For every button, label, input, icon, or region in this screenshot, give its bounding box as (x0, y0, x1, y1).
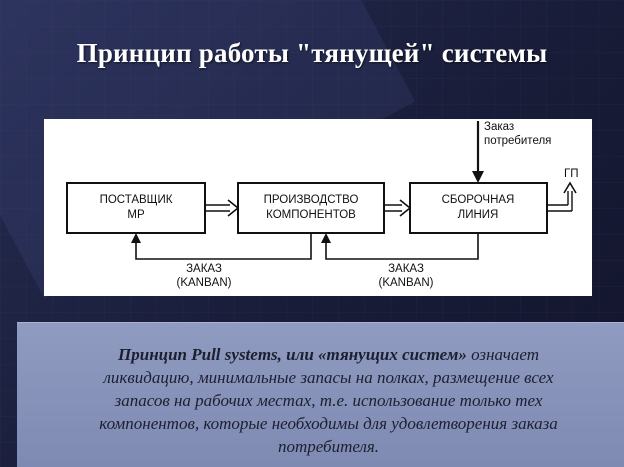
flow-arrow-production-to-assembly (384, 199, 412, 217)
customer-order-label-line1: Заказ (484, 121, 514, 133)
component-production-box-line2: КОМПОНЕНТОВ (266, 209, 356, 221)
customer-order-label-line2: потребителя (484, 135, 551, 147)
component-production-box: ПРОИЗВОДСТВО КОМПОНЕНТОВ (237, 182, 385, 234)
assembly-line-box-line2: ЛИНИЯ (458, 209, 499, 221)
component-production-box-line1: ПРОИЗВОДСТВО (264, 194, 359, 206)
kanban-label-1-line1: ЗАКАЗ (186, 263, 222, 275)
customer-order-arrow (472, 121, 484, 183)
pull-system-diagram: ПОСТАВЩИК МР ПРОИЗВОДСТВО КОМПОНЕНТОВ СБ… (44, 119, 592, 296)
kanban-label-2-line2: (KANBAN) (379, 277, 434, 289)
kanban-label-1-line2: (KANBAN) (177, 277, 232, 289)
description-text: Принцип Pull systems, или «тянущих систе… (39, 343, 618, 458)
description-line-2: ликвидацию, минимальные запасы на полках… (103, 368, 554, 387)
kanban-loop-assembly-to-production (321, 233, 479, 260)
slide-title: Принцип работы "тянущей" системы (76, 38, 548, 68)
assembly-line-box: СБОРОЧНАЯ ЛИНИЯ (409, 182, 548, 234)
supplier-box-line2: МР (127, 209, 145, 221)
flow-arrow-supplier-to-production (205, 199, 240, 217)
description-line-4: компонентов, которые необходимы для удов… (99, 414, 558, 433)
description-panel: Принцип Pull systems, или «тянущих систе… (17, 322, 624, 467)
description-line-1-rest: означает (466, 345, 539, 364)
description-line-1: Принцип Pull systems, или «тянущих систе… (39, 343, 618, 366)
description-line-3: запасов на рабочих местах, т.е. использо… (114, 391, 543, 410)
kanban-label-2-line1: ЗАКАЗ (388, 263, 424, 275)
description-bold-term: Принцип Pull systems, или «тянущих систе… (118, 345, 467, 364)
kanban-loop-production-to-supplier (131, 233, 312, 260)
supplier-box-line1: ПОСТАВЩИК (100, 194, 173, 206)
assembly-line-box-line1: СБОРОЧНАЯ (442, 194, 515, 206)
description-line-5: потребителя. (277, 437, 380, 456)
output-arrow (547, 181, 577, 212)
supplier-box: ПОСТАВЩИК МР (66, 182, 206, 234)
finished-goods-label: ГП (564, 168, 579, 180)
